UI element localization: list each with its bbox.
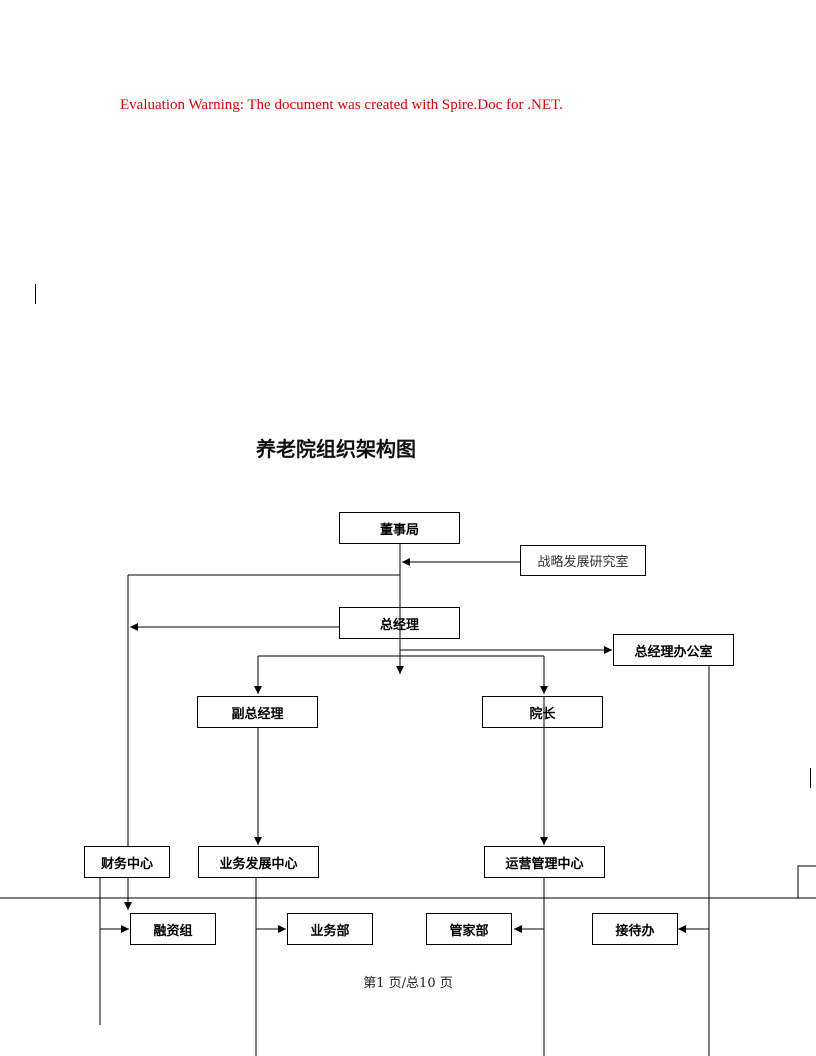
housekeeping-dept-box: 管家部 (426, 913, 512, 945)
financing-group-box: 融资组 (130, 913, 216, 945)
finance-center-box: 财务中心 (84, 846, 170, 878)
page-title: 养老院组织架构图 (256, 437, 416, 461)
text-cursor (810, 768, 811, 788)
deputy-gm-box: 副总经理 (197, 696, 318, 728)
gm-office-box: 总经理办公室 (613, 634, 734, 666)
gm-box: 总经理 (339, 607, 460, 639)
operations-center-box: 运营管理中心 (484, 846, 605, 878)
dean-box: 院长 (482, 696, 603, 728)
business-dev-center-box: 业务发展中心 (198, 846, 319, 878)
page-number: 第1 页/总10 页 (363, 976, 453, 991)
text-cursor (35, 284, 36, 304)
partial-box-edge (797, 865, 816, 898)
board-box: 董事局 (339, 512, 460, 544)
strategy-box: 战略发展研究室 (520, 545, 646, 576)
reception-office-box: 接待办 (592, 913, 678, 945)
evaluation-warning: Evaluation Warning: The document was cre… (120, 97, 563, 113)
business-dept-box: 业务部 (287, 913, 373, 945)
